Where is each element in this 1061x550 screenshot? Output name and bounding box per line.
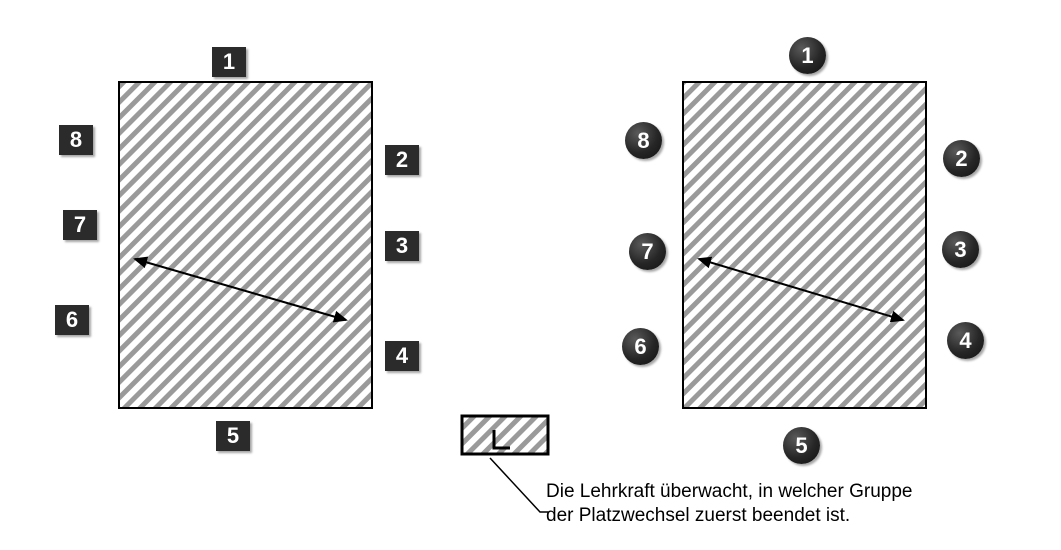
teacher-desk-mark	[492, 430, 510, 450]
right-seat-5: 5	[783, 427, 820, 464]
left-seat-3: 3	[385, 231, 419, 261]
left-seat-1: 1	[212, 47, 246, 77]
right-seat-7: 7	[629, 233, 666, 270]
left-seat-5: 5	[216, 421, 250, 451]
left-seat-4: 4	[385, 341, 419, 371]
right-table	[682, 81, 927, 409]
right-seat-4: 4	[947, 322, 984, 359]
caption: Die Lehrkraft überwacht, in welcher Grup…	[546, 480, 912, 528]
left-seat-8: 8	[59, 125, 93, 155]
right-seat-2: 2	[943, 140, 980, 177]
left-swap-arrow	[133, 256, 348, 323]
left-seat-7: 7	[63, 210, 97, 240]
right-seat-1: 1	[789, 37, 826, 74]
right-seat-3: 3	[942, 231, 979, 268]
right-swap-arrow	[697, 256, 905, 323]
desk-pointer-line	[489, 457, 548, 513]
left-seat-2: 2	[385, 145, 419, 175]
right-seat-8: 8	[625, 122, 662, 159]
caption-line-1: Die Lehrkraft überwacht, in welcher Grup…	[546, 481, 913, 502]
right-seat-6: 6	[622, 328, 659, 365]
caption-line-2: der Platzwechsel zuerst beendet ist.	[546, 505, 851, 526]
left-table	[118, 81, 373, 409]
left-seat-6: 6	[55, 305, 89, 335]
